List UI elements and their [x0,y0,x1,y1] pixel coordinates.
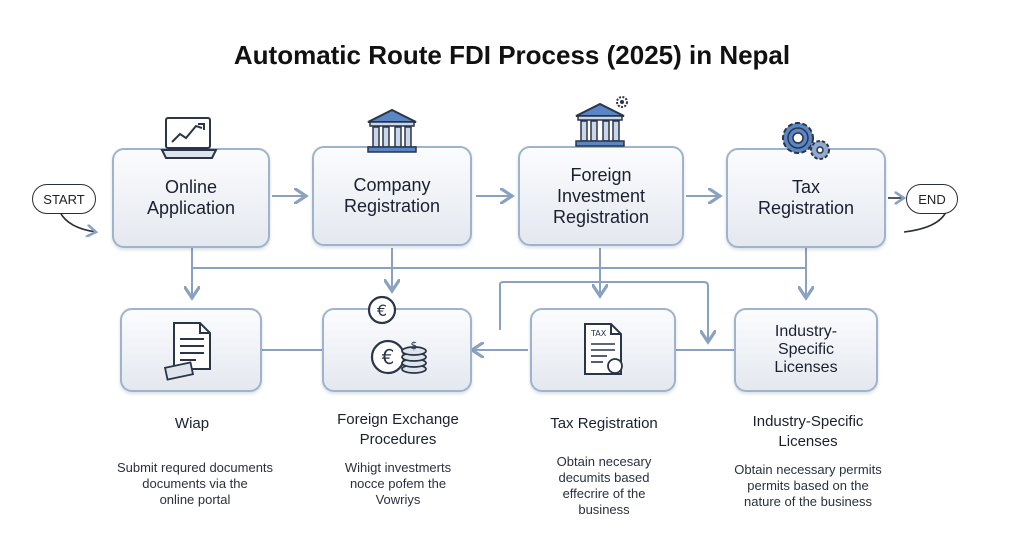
step-tax-registration-bottom: TAX [530,308,676,392]
caption-desc-tax-registration: Obtain necesary decumits based effecrire… [556,454,652,517]
tax-document-icon: TAX [584,323,623,375]
caption-desc-industry-licenses: Obtain necessary permits permits based o… [734,462,882,509]
caption-title-tax-registration: Tax Registration [550,415,658,432]
step-label: Industry- Specific Licenses [774,323,838,376]
euro-coin-icon: € [367,295,397,325]
caption-title-industry-licenses: Industry-Specific Licenses [752,413,864,450]
step-label: Company Registration [343,175,441,216]
step-label: Foreign Investment Registration [552,164,650,227]
document-icon [163,322,211,381]
euro-coins-icon: € $ [370,339,427,375]
caption-title-foreign-exchange: Foreign Exchange Procedures [337,411,459,448]
laptop-chart-icon [160,117,218,159]
start-badge: START [32,184,96,214]
bank-gear-icon [575,96,628,147]
svg-text:$: $ [411,339,418,352]
step-company-registration: Company Registration [312,146,472,246]
caption-title-wiap: Wiap [174,415,210,432]
step-foreign-exchange: € $ [322,308,472,392]
start-tail [59,211,96,232]
loop-arrow [499,281,708,342]
caption-desc-wiap: Submit requred documents documents via t… [116,460,274,507]
svg-text:TAX: TAX [590,329,607,338]
step-tax-registration: Tax Registration [726,148,886,248]
step-wiap [120,308,262,392]
svg-text:€: € [377,301,387,320]
step-foreign-investment-registration: Foreign Investment Registration [518,146,684,246]
bank-building-icon [367,108,417,153]
diagram-title: Automatic Route FDI Process (2025) in Ne… [233,40,791,70]
end-badge: END [906,184,958,214]
svg-text:€: € [382,345,395,369]
bus-line [191,248,807,269]
end-tail [903,211,947,233]
caption-desc-foreign-exchange: Wihigt investmerts nocce pofem the Vowri… [344,460,452,507]
gears-icon [782,122,830,160]
step-online-application: Online Application [112,148,270,248]
step-label: Tax Registration [757,177,855,218]
step-industry-specific-licenses: Industry- Specific Licenses [734,308,878,392]
step-label: Online Application [146,177,236,218]
